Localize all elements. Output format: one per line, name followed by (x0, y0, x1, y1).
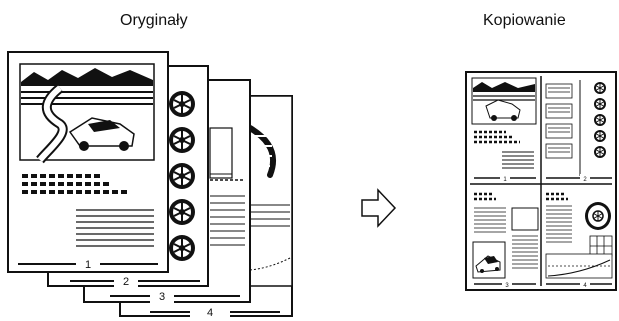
page-number-2: 2 (123, 276, 129, 288)
page-number-3: 3 (159, 291, 165, 303)
copy-result-page: 1 2 (466, 72, 616, 290)
right-arrow-icon (362, 190, 395, 226)
page-number-1: 1 (85, 259, 91, 271)
original-page-1: 1 (8, 52, 168, 272)
page-number-4: 4 (207, 307, 213, 319)
